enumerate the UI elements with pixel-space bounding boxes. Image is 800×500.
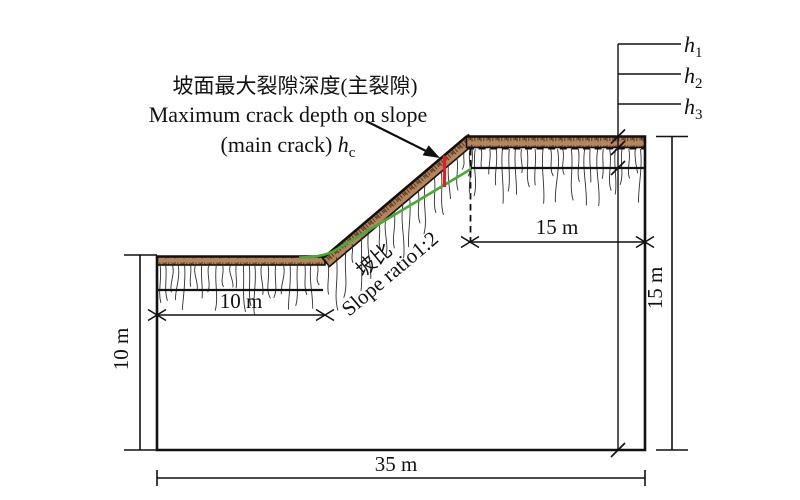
crack-texture-line [175,264,180,300]
crack-texture-line [316,264,320,286]
annotation-line-en: Maximum crack depth on slope [149,102,428,127]
crack-texture-line [260,264,264,296]
upper-width-dim-label: 15 m [536,215,579,239]
crack-texture-line [280,264,285,295]
annotation-line-zh: 坡面最大裂隙深度(主裂隙) [173,74,418,98]
crack-texture-line [181,264,186,311]
crack-texture-line [200,264,203,299]
slope-crack-texture [327,144,473,311]
total-width-dim-label: 35 m [375,452,418,476]
upper-bench-crack-texture [467,149,642,207]
crack-texture-line [165,264,168,301]
h3-label: h3 [684,94,703,123]
crack-texture-line [433,177,437,214]
crack-texture-line [194,264,198,291]
crack-texture-line [189,264,192,287]
crack-texture-line [170,264,174,293]
crack-texture-line [335,256,339,311]
annotation-arrow-shaft [365,120,428,153]
crack-texture-line [360,237,363,292]
crack-texture-line [417,190,421,224]
crack-texture-line [554,149,559,203]
lower-bench-crack-texture [159,264,320,315]
crack-boundary-line [298,167,472,259]
crack-texture-line [242,264,246,312]
crack-texture-line [221,264,224,288]
crack-texture-line [273,264,277,298]
crack-texture-line [596,149,600,207]
crack-texture-line [488,149,491,175]
crack-texture-line [408,197,411,248]
crack-texture-line [614,149,617,195]
dimension-lines [124,135,688,486]
crack-texture-line [309,264,314,309]
crack-texture-line [577,149,580,182]
crack-texture-line [378,223,382,251]
crack-texture-line [267,264,271,299]
crack-texture-line [343,250,347,298]
lower-width-dim-label: 10 m [220,289,263,313]
depth-tick-marks [610,128,626,458]
crack-texture-line [562,149,565,175]
crack-texture-line [295,264,298,306]
crack-texture-line [541,149,545,204]
right-height-dim-label: 15 m [643,267,667,310]
crack-texture-line [638,149,642,203]
main-crack-annotation: 坡面最大裂隙深度(主裂隙) Maximum crack depth on slo… [149,74,440,161]
h2-label: h2 [684,63,703,92]
crack-texture-line [235,264,237,289]
crack-texture-line [570,149,574,201]
crack-texture-line [327,263,330,295]
annotation-arrow-head [422,145,440,158]
crack-texture-line [461,151,465,170]
crack-texture-line [480,149,483,170]
crack-texture-line [627,149,630,179]
crack-texture-line [609,149,612,191]
crack-texture-line [229,264,234,288]
crack-texture-line [550,149,554,177]
crack-texture-line [501,149,504,204]
crack-texture-line [456,157,459,191]
crack-texture-line [583,149,587,206]
slope-model-outline [155,135,647,452]
crack-texture-line [440,170,444,216]
crack-texture-line [601,149,604,179]
crack-texture-line [159,264,162,303]
annotation-line-en2: (main crack) hc [221,132,356,161]
crack-texture-line [589,149,592,183]
crack-texture-line [248,264,252,307]
crack-texture-line [473,149,477,197]
crack-texture-line [287,264,291,310]
crack-texture-line [634,149,638,174]
crack-texture-line [423,184,426,235]
crack-texture-line [214,264,218,311]
crack-texture-line [207,264,210,293]
crack-texture-line [304,264,308,296]
crack-texture-line [507,149,510,192]
h1-label: h1 [684,32,703,61]
crack-texture-line [514,149,517,195]
depth-reference-lines [610,43,681,458]
crack-texture-line [351,243,354,263]
crack-texture-line [520,149,523,173]
left-height-dim-label: 10 m [109,328,133,371]
crack-texture-line [367,230,372,280]
